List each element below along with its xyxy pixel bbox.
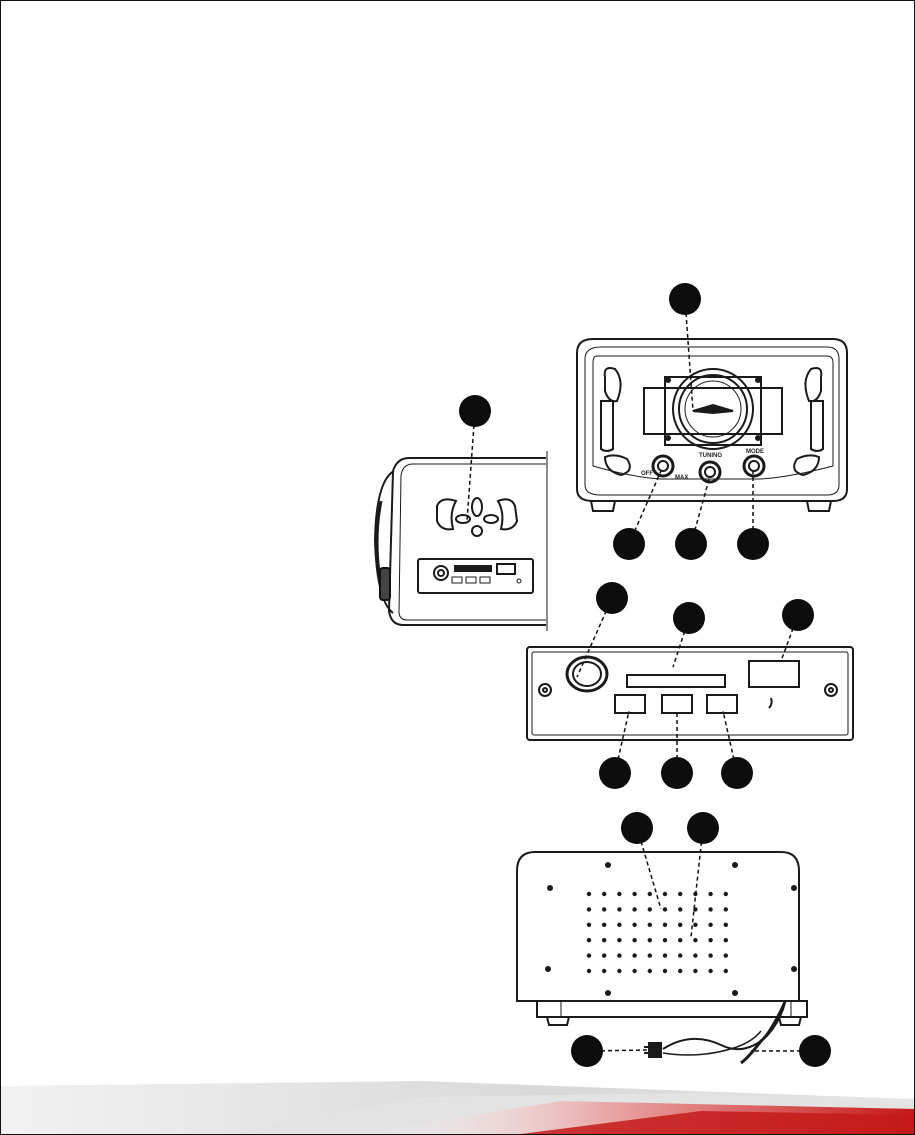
vent-hole [648,892,652,896]
vent-hole [602,907,606,911]
callout-marker-plug [571,1035,603,1067]
vent-hole [724,938,728,942]
vent-hole [663,938,667,942]
vent-hole [663,923,667,927]
callout-marker-back-vents-2 [687,812,719,844]
vent-hole [708,969,712,973]
vent-hole [678,923,682,927]
callout-marker-mode-knob [737,528,769,560]
callout-marker-tuning-knob [675,528,707,560]
vent-hole [648,907,652,911]
callout-marker-module-jack [596,582,628,614]
knob-label-mode: MODE [746,449,764,455]
vent-hole [708,892,712,896]
vent-hole [693,953,697,957]
vent-hole [602,923,606,927]
power-cord-illustration [644,1001,785,1063]
vent-hole [617,969,621,973]
vent-hole [648,953,652,957]
vent-hole [724,953,728,957]
knob-label-tuning: TUNING [699,453,722,459]
vent-hole [617,923,621,927]
vent-hole [587,938,591,942]
vent-hole [632,938,636,942]
vent-hole [678,938,682,942]
vent-hole [708,923,712,927]
callout-marker-cord [799,1035,831,1067]
vent-hole [587,953,591,957]
vent-hole [708,953,712,957]
vent-hole [648,969,652,973]
side-view-illustration [375,451,547,631]
vent-hole [587,907,591,911]
vent-hole [617,907,621,911]
vent-hole [617,953,621,957]
callout-marker-module-button-3 [721,757,753,789]
vent-hole [724,892,728,896]
vent-hole [724,969,728,973]
vent-hole [693,923,697,927]
front-view-illustration [577,339,847,511]
vent-hole [632,969,636,973]
callout-marker-back-vents-1 [621,812,653,844]
knob-label-off: OFF [641,471,653,477]
vent-hole [693,938,697,942]
vent-hole [632,923,636,927]
callout-marker-front-speaker [669,283,701,315]
callout-marker-module-button-2 [661,757,693,789]
footer-band [1,1081,914,1134]
vent-hole [678,892,682,896]
callout-marker-side-grille [459,395,491,427]
vent-hole [632,953,636,957]
vent-hole [632,907,636,911]
back-panel-vent-holes [587,892,728,973]
vent-hole [587,969,591,973]
vent-hole [724,907,728,911]
vent-hole [678,969,682,973]
callout-marker-module-button-1 [599,757,631,789]
vent-hole [678,953,682,957]
callout-marker-module-display [782,599,814,631]
vent-hole [587,892,591,896]
callout-marker-volume-knob [613,528,645,560]
back-panel-illustration [517,852,807,1025]
vent-hole [602,892,606,896]
module-panel-illustration [527,647,853,740]
vent-hole [693,969,697,973]
vent-hole [602,953,606,957]
vent-hole [602,969,606,973]
vent-hole [648,938,652,942]
vent-hole [663,892,667,896]
vent-hole [587,923,591,927]
vent-hole [724,923,728,927]
vent-hole [632,892,636,896]
vent-hole [617,938,621,942]
vent-hole [663,953,667,957]
knob-label-max: MAX [675,475,688,481]
vent-hole [663,907,667,911]
vent-hole [602,938,606,942]
vent-hole [617,892,621,896]
vent-hole [648,923,652,927]
vent-hole [663,969,667,973]
vent-hole [708,938,712,942]
vent-hole [708,907,712,911]
callout-marker-module-slot [673,602,705,634]
vent-hole [678,907,682,911]
